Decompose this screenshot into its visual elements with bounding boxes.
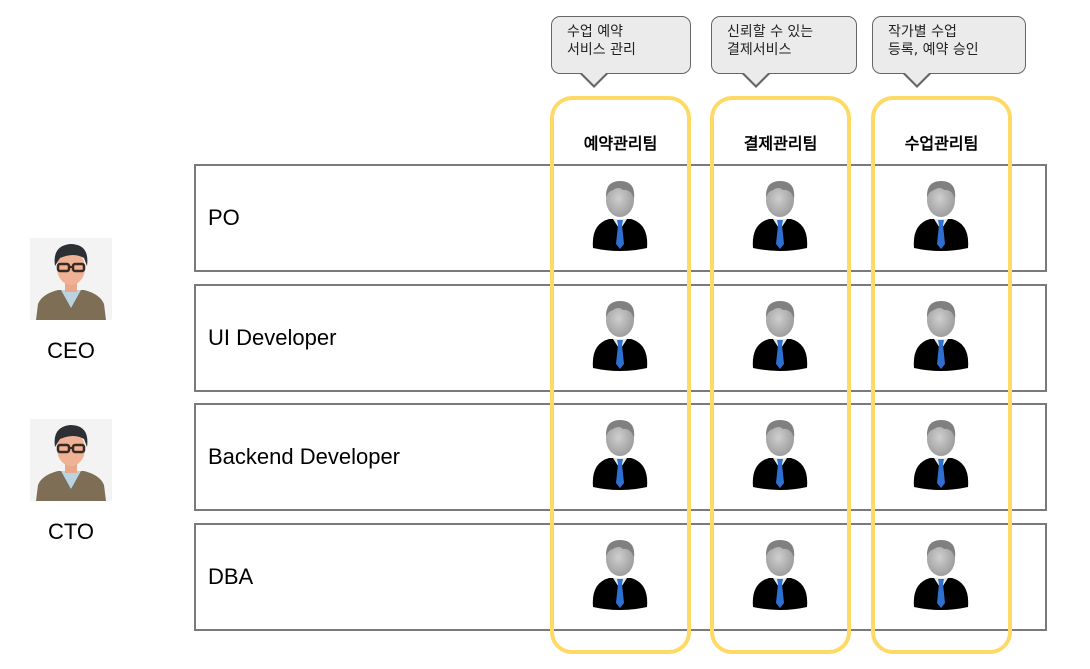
executive-cto: CTO <box>29 419 113 545</box>
role-row-ui-developer: UI Developer <box>194 284 1047 392</box>
person-glasses-avatar-icon <box>30 419 112 501</box>
team-column-payment: 결제관리팀 <box>710 96 851 654</box>
team-column-reservation: 예약관리팀 <box>550 96 691 654</box>
team-name: 결제관리팀 <box>743 134 818 153</box>
role-label: DBA <box>208 564 254 589</box>
callout-line: 서비스 관리 <box>567 42 636 58</box>
role-label: PO <box>208 205 240 230</box>
role-label: UI Developer <box>208 325 337 350</box>
businessman-icon <box>906 292 976 372</box>
callout-line: 작가별 수업 <box>888 24 957 40</box>
callout-line: 등록, 예약 승인 <box>888 42 979 58</box>
businessman-icon <box>745 172 815 252</box>
businessman-icon <box>585 531 655 611</box>
businessman-icon <box>906 172 976 252</box>
businessman-icon <box>745 411 815 491</box>
role-label: Backend Developer <box>208 444 401 469</box>
team-column-class: 수업관리팀 <box>871 96 1012 654</box>
team-name: 수업관리팀 <box>904 134 979 153</box>
businessman-icon <box>745 292 815 372</box>
businessman-icon <box>585 411 655 491</box>
businessman-icon <box>585 172 655 252</box>
executive-label: CEO <box>47 338 95 363</box>
executive-ceo: CEO <box>29 238 113 364</box>
callout-line: 결제서비스 <box>727 42 792 58</box>
businessman-icon <box>585 292 655 372</box>
team-callout-reservation: 수업 예약 서비스 관리 <box>551 16 691 88</box>
businessman-icon <box>745 531 815 611</box>
businessman-icon <box>906 411 976 491</box>
executive-label: CTO <box>47 519 95 544</box>
team-name: 예약관리팀 <box>583 134 658 153</box>
person-glasses-avatar-icon <box>30 238 112 320</box>
team-callout-class: 작가별 수업 등록, 예약 승인 <box>872 16 1026 88</box>
callout-line: 수업 예약 <box>567 24 623 40</box>
callout-line: 신뢰할 수 있는 <box>727 24 814 40</box>
team-callout-payment: 신뢰할 수 있는 결제서비스 <box>711 16 857 88</box>
businessman-icon <box>906 531 976 611</box>
